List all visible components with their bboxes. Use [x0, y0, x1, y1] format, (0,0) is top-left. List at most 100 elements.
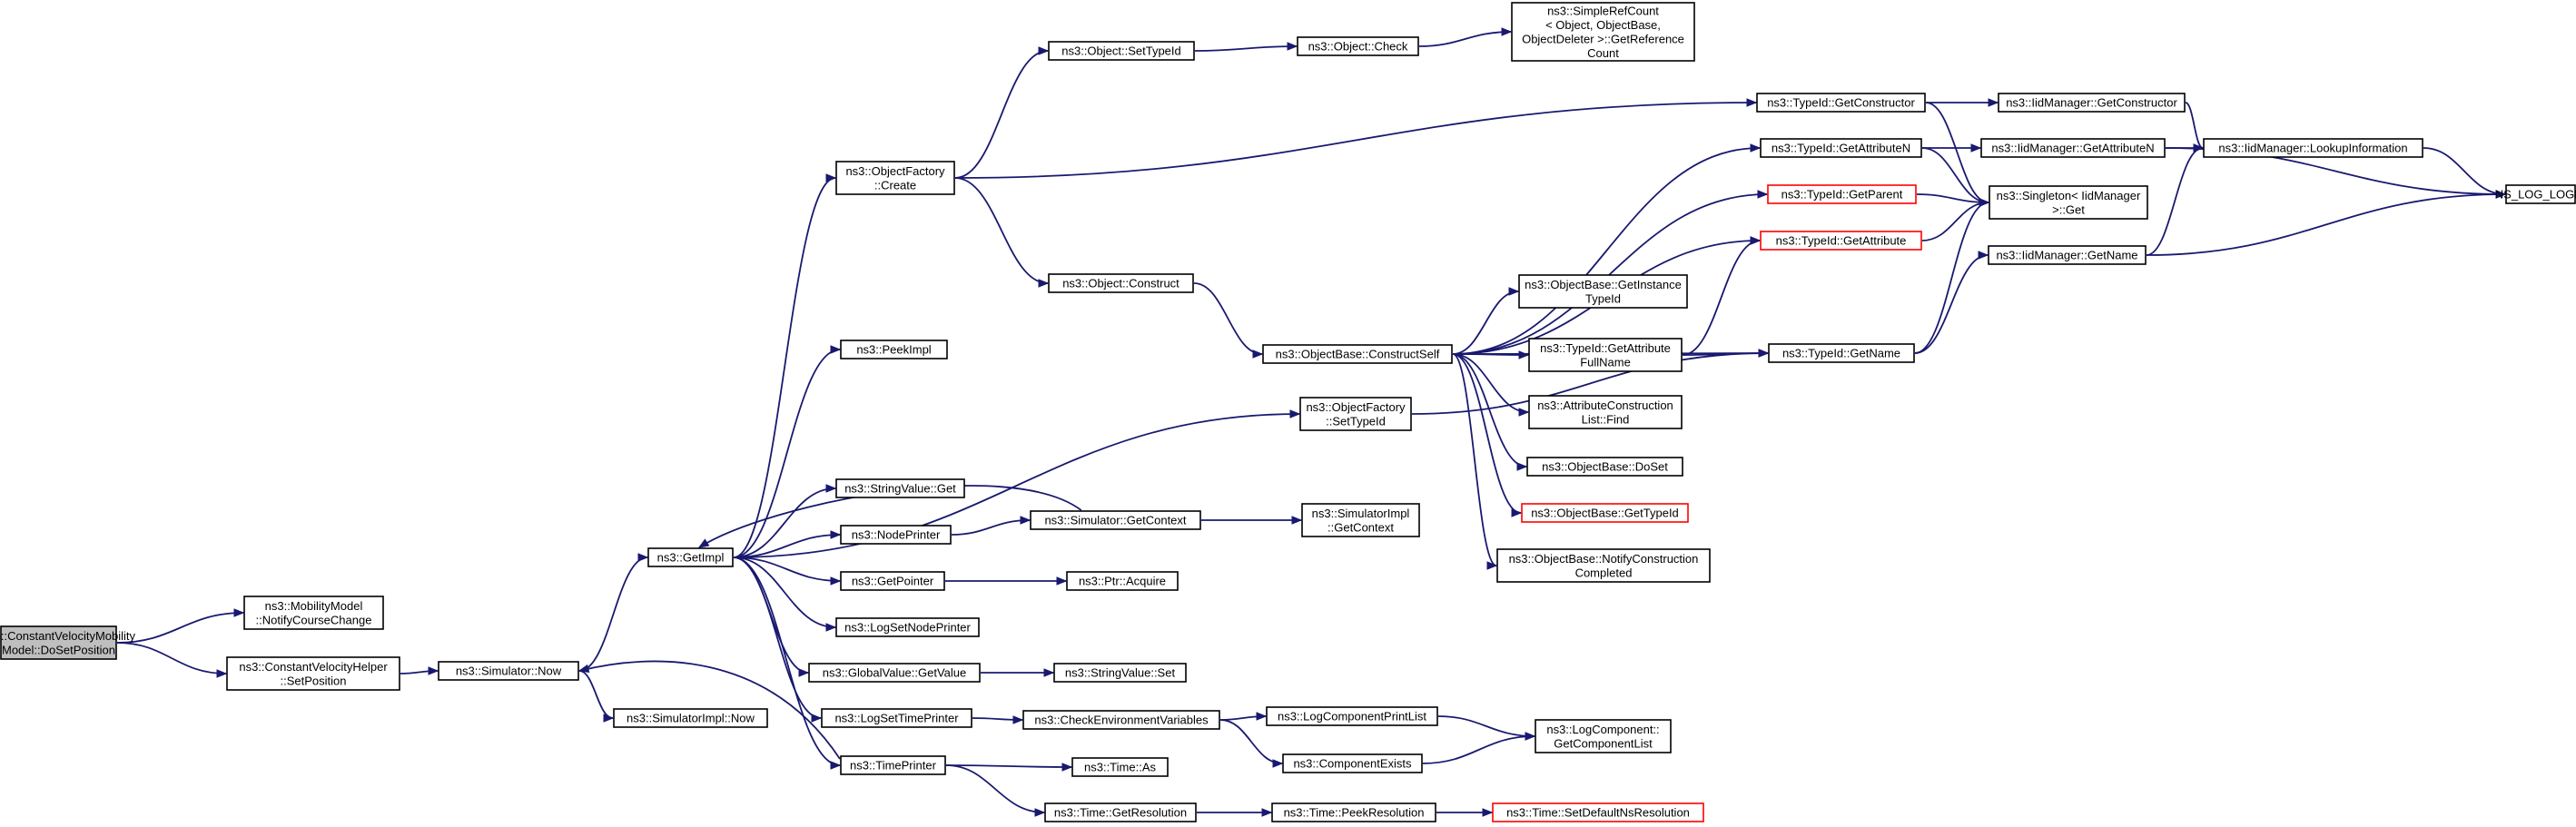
node-tidgetname[interactable]: ns3::TypeId::GetName [1768, 343, 1915, 363]
node-timesetdef[interactable]: ns3::Time::SetDefaultNsResolution [1492, 802, 1704, 822]
arrowhead [1525, 732, 1536, 741]
arrowhead [825, 484, 837, 493]
node-strget[interactable]: ns3::StringValue::Get [835, 478, 965, 498]
node-label: ns3::GetImpl [657, 551, 725, 565]
node-tidgetctor[interactable]: ns3::TypeId::GetConstructor [1756, 93, 1926, 113]
node-checkenv[interactable]: ns3::CheckEnvironmentVariables [1022, 710, 1220, 730]
node-label: ::SetPosition [281, 674, 347, 687]
node-nslog[interactable]: NS_LOG_LOGIC [2495, 184, 2576, 204]
node-tidgetattr[interactable]: ns3::TypeId::GetAttribute [1760, 231, 1922, 251]
edge-timeprinter-to-simnow [578, 660, 841, 760]
node-label: ns3::Simulator::Now [456, 665, 562, 678]
node-label: NS_LOG_LOGIC [2495, 188, 2576, 202]
edge-getimpl-to-strget [733, 487, 836, 558]
node-label: ns3::Ptr::Acquire [1079, 575, 1166, 588]
node-box [1760, 138, 1922, 158]
node-box [835, 478, 965, 498]
node-srcount[interactable]: ns3::SimpleRefCount< Object, ObjectBase,… [1511, 2, 1695, 62]
node-iidgetname[interactable]: ns3::IidManager::GetName [1988, 245, 2147, 265]
node-simimplnow[interactable]: ns3::SimulatorImpl::Now [613, 708, 768, 728]
arrowhead [1020, 516, 1031, 525]
node-objconstruct[interactable]: ns3::Object::Construct [1048, 273, 1194, 293]
node-cvhset[interactable]: ns3::ConstantVelocityHelper::SetPosition [226, 656, 400, 691]
node-label: List::Find [1582, 412, 1630, 426]
node-label: ns3::TypeId::GetConstructor [1767, 96, 1915, 110]
edge-logprintlist-to-loggetlist [1437, 715, 1535, 737]
node-objcheck[interactable]: ns3::Object::Check [1297, 36, 1419, 56]
node-obgettid[interactable]: ns3::ObjectBase::GetTypeId [1521, 503, 1689, 523]
edge-ofcreate-to-objsettid [954, 50, 1049, 179]
edge-timeprinter-to-timegetres [945, 764, 1045, 813]
node-label: ns3::MobilityModel [265, 599, 363, 613]
node-getpointer[interactable]: ns3::GetPointer [840, 571, 945, 591]
node-objsettid[interactable]: ns3::Object::SetTypeId [1048, 41, 1195, 61]
node-label: TypeId [1585, 291, 1621, 305]
arrowhead [825, 623, 837, 632]
arrowhead [1287, 42, 1298, 51]
node-timepeekres[interactable]: ns3::Time::PeekResolution [1271, 802, 1436, 822]
node-label: ns3::LogSetNodePrinter [844, 621, 971, 635]
node-label: ns3::LogSetTimePrinter [834, 712, 959, 725]
arrowhead [2495, 190, 2507, 199]
node-iidlookup[interactable]: ns3::IidManager::LookupInformation [2203, 138, 2423, 158]
node-peekimpl[interactable]: ns3::PeekImpl [840, 340, 948, 359]
node-tidgetparent[interactable]: ns3::TypeId::GetParent [1767, 184, 1917, 204]
node-obconstructself[interactable]: ns3::ObjectBase::ConstructSelf [1262, 344, 1453, 364]
node-box [1511, 2, 1695, 62]
edge-obconstructself-to-obdoset [1452, 353, 1527, 468]
node-iidgetattrn[interactable]: ns3::IidManager::GetAttributeN [1980, 138, 2166, 158]
node-box [1496, 548, 1711, 583]
node-getimpl[interactable]: ns3::GetImpl [647, 547, 734, 567]
node-logprintlist[interactable]: ns3::LogComponentPrintList [1266, 706, 1438, 726]
node-simimplctx[interactable]: ns3::SimulatorImpl::GetContext [1301, 503, 1420, 537]
edge-objcheck-to-srcount [1418, 31, 1512, 47]
arrowhead [1043, 668, 1055, 677]
node-label: ns3::Object::Check [1308, 40, 1408, 54]
edge-tidgetctor-to-singleton [1925, 102, 1989, 203]
node-ofsettid[interactable]: ns3::ObjectFactory::SetTypeId [1299, 397, 1412, 431]
node-ptracquire[interactable]: ns3::Ptr::Acquire [1066, 571, 1179, 591]
node-label: ::GetContext [1327, 520, 1394, 534]
node-timegetres[interactable]: ns3::Time::GetResolution [1044, 802, 1197, 822]
node-simgetctx[interactable]: ns3::Simulator::GetContext [1030, 510, 1201, 530]
node-timeprinter[interactable]: ns3::TimePrinter [840, 755, 946, 775]
node-singleton[interactable]: ns3::Singleton< IidManager>::Get [1989, 185, 2148, 220]
node-obdoset[interactable]: ns3::ObjectBase::DoSet [1526, 457, 1683, 477]
node-loggetlist[interactable]: ns3::LogComponent::GetComponentList [1535, 719, 1672, 753]
node-ofcreate[interactable]: ns3::ObjectFactory::Create [835, 161, 955, 195]
arrowhead [1511, 508, 1523, 517]
arrowhead [1291, 516, 1303, 525]
node-label: ::Create [874, 178, 916, 192]
node-tidgetattrn[interactable]: ns3::TypeId::GetAttributeN [1760, 138, 1922, 158]
node-box [1988, 245, 2147, 265]
edge-simnow-to-getimpl [578, 556, 648, 672]
node-mobnotify[interactable]: ns3::MobilityModel::NotifyCourseChange [243, 596, 384, 630]
arrowhead [1501, 27, 1513, 36]
node-box [840, 571, 945, 591]
edge-ofcreate-to-tidgetctor [954, 102, 1757, 179]
node-label: FullName [1580, 355, 1631, 369]
node-label: ns3::ObjectBase::NotifyConstruction [1509, 552, 1699, 566]
node-box [1071, 757, 1169, 777]
node-compexists[interactable]: ns3::ComponentExists [1282, 753, 1423, 773]
node-logsettime[interactable]: ns3::LogSetTimePrinter [821, 708, 972, 728]
node-simnow[interactable]: ns3::Simulator::Now [438, 661, 579, 681]
node-nodeprinter[interactable]: ns3::NodePrinter [840, 525, 952, 545]
node-gvget[interactable]: ns3::GlobalValue::GetValue [808, 663, 981, 683]
node-obnotify[interactable]: ns3::ObjectBase::NotifyConstructionCompl… [1496, 548, 1711, 583]
node-iidgetctor[interactable]: ns3::IidManager::GetConstructor [1998, 93, 2186, 113]
node-label: ns3::Object::Construct [1062, 277, 1179, 290]
node-root[interactable]: ns3::ConstantVelocityMobilityModel::DoSe… [0, 625, 136, 660]
edge-tidgetname-to-iidgetname [1914, 254, 1989, 354]
node-logsetnode[interactable]: ns3::LogSetNodePrinter [835, 617, 980, 637]
node-box [1271, 802, 1436, 822]
node-label: ns3::NodePrinter [852, 528, 941, 542]
node-label: ns3::TimePrinter [850, 759, 937, 773]
node-strset[interactable]: ns3::StringValue::Set [1053, 663, 1187, 683]
node-timeas[interactable]: ns3::Time::As [1071, 757, 1169, 777]
